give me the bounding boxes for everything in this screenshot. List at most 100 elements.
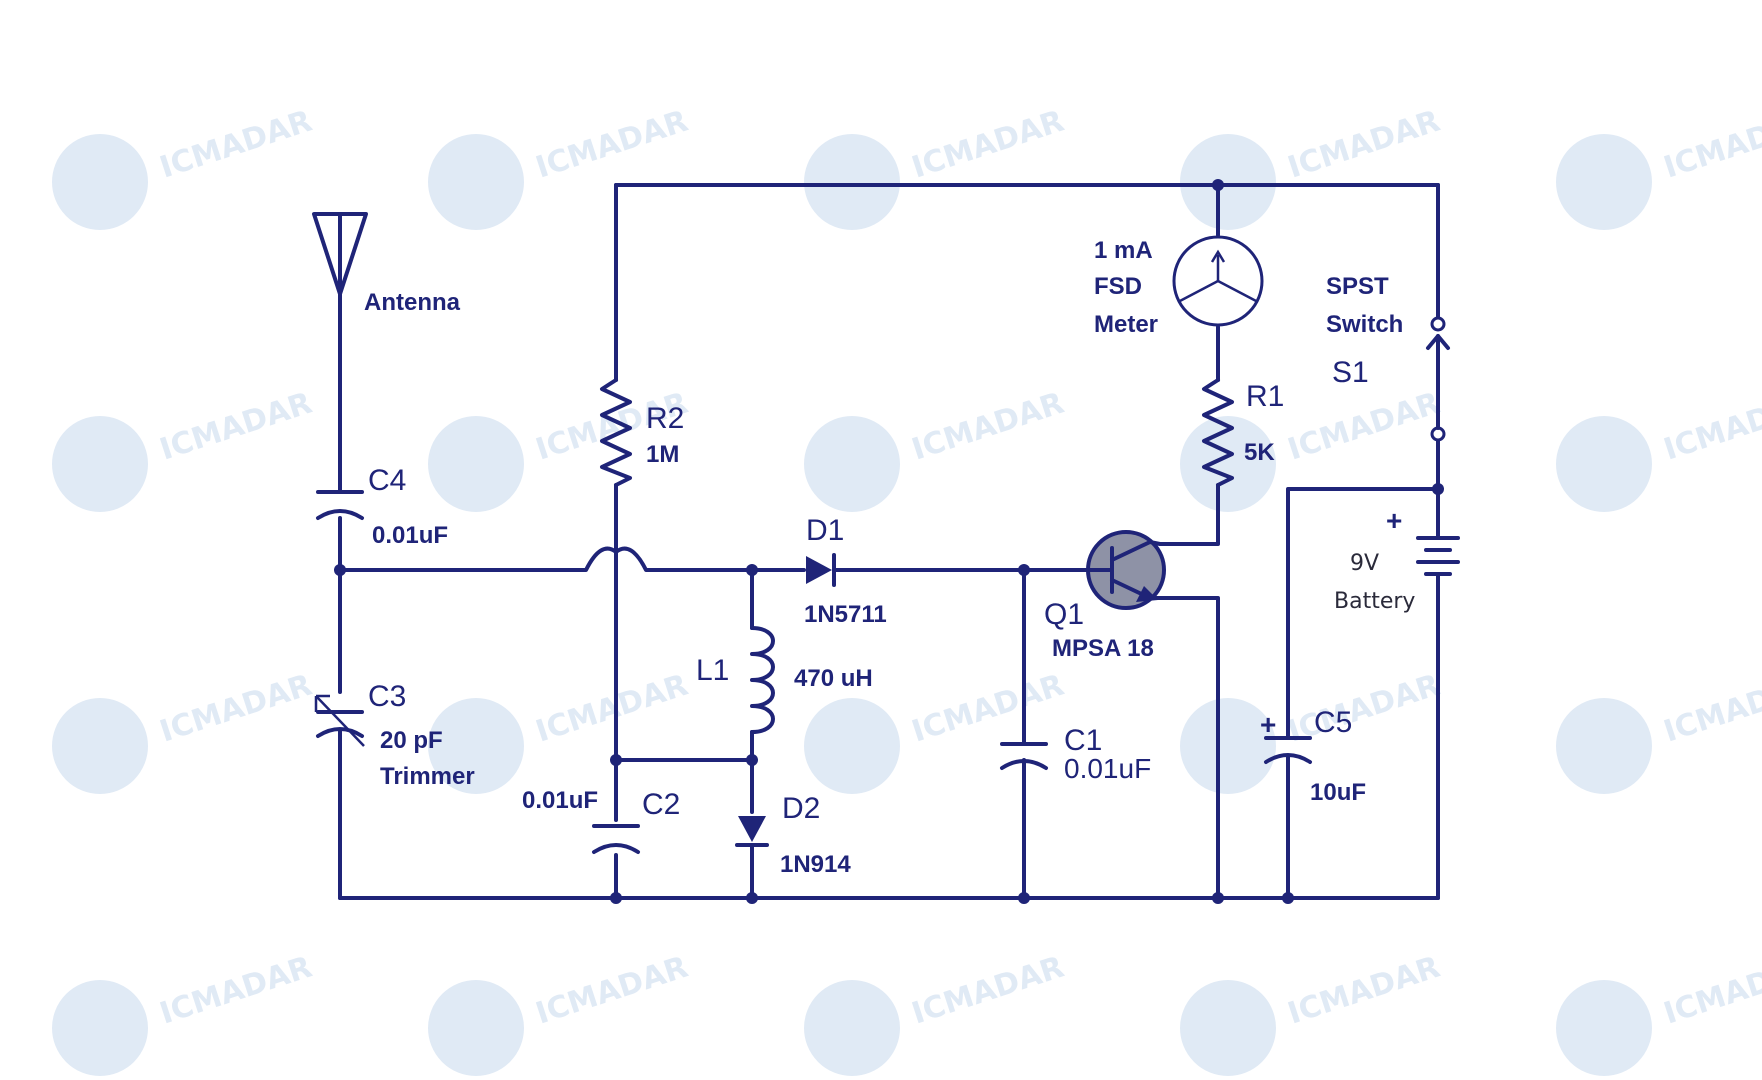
watermark-ring xyxy=(1180,134,1276,230)
junctions xyxy=(334,179,1444,904)
watermark-ring xyxy=(804,134,900,230)
c1-value: 0.01uF xyxy=(1064,753,1151,784)
watermark-logo-text: IC xyxy=(74,1006,118,1052)
watermark-ring xyxy=(428,980,524,1076)
watermark-brand-text: ICMADAR xyxy=(908,386,1069,468)
watermark-brand-text: ICMADAR xyxy=(156,386,317,468)
watermark-brand-text: ICMADAR xyxy=(1660,104,1762,186)
watermark-logo: IC ICMADAR xyxy=(1556,668,1762,794)
watermark-ring xyxy=(52,134,148,230)
watermark-ring xyxy=(804,698,900,794)
watermark-brand-text: ICMADAR xyxy=(1660,950,1762,1032)
battery-symbol xyxy=(1416,536,1460,576)
watermark-brand-text: ICMADAR xyxy=(532,104,693,186)
c5-capacitor xyxy=(1264,736,1312,764)
junction-dot xyxy=(1018,892,1030,904)
r2-resistor xyxy=(600,378,632,487)
c5-value: 10uF xyxy=(1310,779,1366,806)
watermark-brand-text: ICMADAR xyxy=(532,668,693,750)
q1-ref: Q1 xyxy=(1044,598,1084,631)
watermark-brand-text: ICMADAR xyxy=(156,950,317,1032)
watermark-brand-text: ICMADAR xyxy=(1284,386,1445,468)
watermark-logo-text: IC xyxy=(826,442,870,488)
emitter-lead xyxy=(1158,596,1220,900)
s1-contact-top xyxy=(1430,316,1446,332)
meter-line2: FSD xyxy=(1094,273,1142,300)
watermark-ring xyxy=(52,980,148,1076)
wires xyxy=(338,183,1440,900)
s1-line2: Switch xyxy=(1326,311,1403,338)
watermark-ring xyxy=(1556,980,1652,1076)
watermark-logo: IC ICMADAR xyxy=(428,950,693,1076)
watermark-logo-text: IC xyxy=(74,442,118,488)
watermark-brand-text: ICMADAR xyxy=(1660,386,1762,468)
c4-ref: C4 xyxy=(368,464,406,497)
junction-dot xyxy=(1212,179,1224,191)
s1-line1: SPST xyxy=(1326,273,1389,300)
meter-needle-tip xyxy=(1210,249,1226,263)
c1-capacitor xyxy=(1000,742,1048,770)
c3-value: 20 pF xyxy=(380,727,443,754)
watermark-brand-text: ICMADAR xyxy=(908,668,1069,750)
watermark-ring xyxy=(1180,698,1276,794)
junction-dot xyxy=(746,754,758,766)
junction-dot xyxy=(746,564,758,576)
d2-anode-triangle xyxy=(738,816,766,842)
q1-collector-leg xyxy=(1110,540,1162,562)
c2-value: 0.01uF xyxy=(522,787,598,814)
c5-top-lead xyxy=(1286,487,1440,739)
meter-scale-lines xyxy=(1177,279,1259,304)
battery-plus: + xyxy=(1386,505,1402,536)
watermark-ring xyxy=(52,416,148,512)
watermark-logo: IC ICMADAR xyxy=(1556,950,1762,1076)
junction-dot xyxy=(746,892,758,904)
l1-value: 470 uH xyxy=(794,665,873,692)
r1-ref: R1 xyxy=(1246,380,1284,413)
c3-trimmer-capacitor xyxy=(314,694,365,747)
watermark-logo-text: IC xyxy=(1578,1006,1622,1052)
junction-dot xyxy=(1432,483,1444,495)
junction-dot xyxy=(1282,892,1294,904)
c3-ref: C3 xyxy=(368,680,406,713)
watermark-ring xyxy=(428,134,524,230)
d2-part: 1N914 xyxy=(780,851,851,878)
c5-plus: + xyxy=(1260,709,1276,740)
c3-plate-curved xyxy=(316,727,364,738)
s1-ref: S1 xyxy=(1332,356,1369,389)
watermark-logo: IC ICMADAR xyxy=(52,950,317,1076)
c2-capacitor xyxy=(592,824,640,854)
watermark-ring xyxy=(52,698,148,794)
watermark-logo-text: IC xyxy=(1202,724,1246,770)
d2-ref: D2 xyxy=(782,792,820,825)
c4-plate-curved xyxy=(316,509,364,520)
watermark-logo-text: IC xyxy=(450,1006,494,1052)
watermark-brand-text: ICMADAR xyxy=(1660,668,1762,750)
q1-transistor xyxy=(1086,530,1166,610)
l1-ref: L1 xyxy=(696,654,729,687)
watermark-brand-text: ICMADAR xyxy=(156,104,317,186)
r2-value: 1M xyxy=(646,441,679,468)
c3-note: Trimmer xyxy=(380,763,475,790)
antenna-symbol xyxy=(312,212,368,296)
watermark-ring xyxy=(1556,698,1652,794)
watermark-brand-text: ICMADAR xyxy=(1284,950,1445,1032)
watermark-ring xyxy=(1556,416,1652,512)
r1-resistor xyxy=(1202,378,1234,487)
battery-value: 9V xyxy=(1350,551,1379,576)
watermark-ring xyxy=(428,416,524,512)
watermark-logo-text: IC xyxy=(1578,724,1622,770)
junction-dot xyxy=(610,892,622,904)
watermark-ring xyxy=(1180,980,1276,1076)
watermark-logo: IC ICMADAR xyxy=(52,386,317,512)
l1-inductor xyxy=(750,626,775,734)
meter-line1: 1 mA xyxy=(1094,237,1153,264)
signal-bus-left xyxy=(338,546,806,572)
watermark-brand-text: ICMADAR xyxy=(532,950,693,1032)
